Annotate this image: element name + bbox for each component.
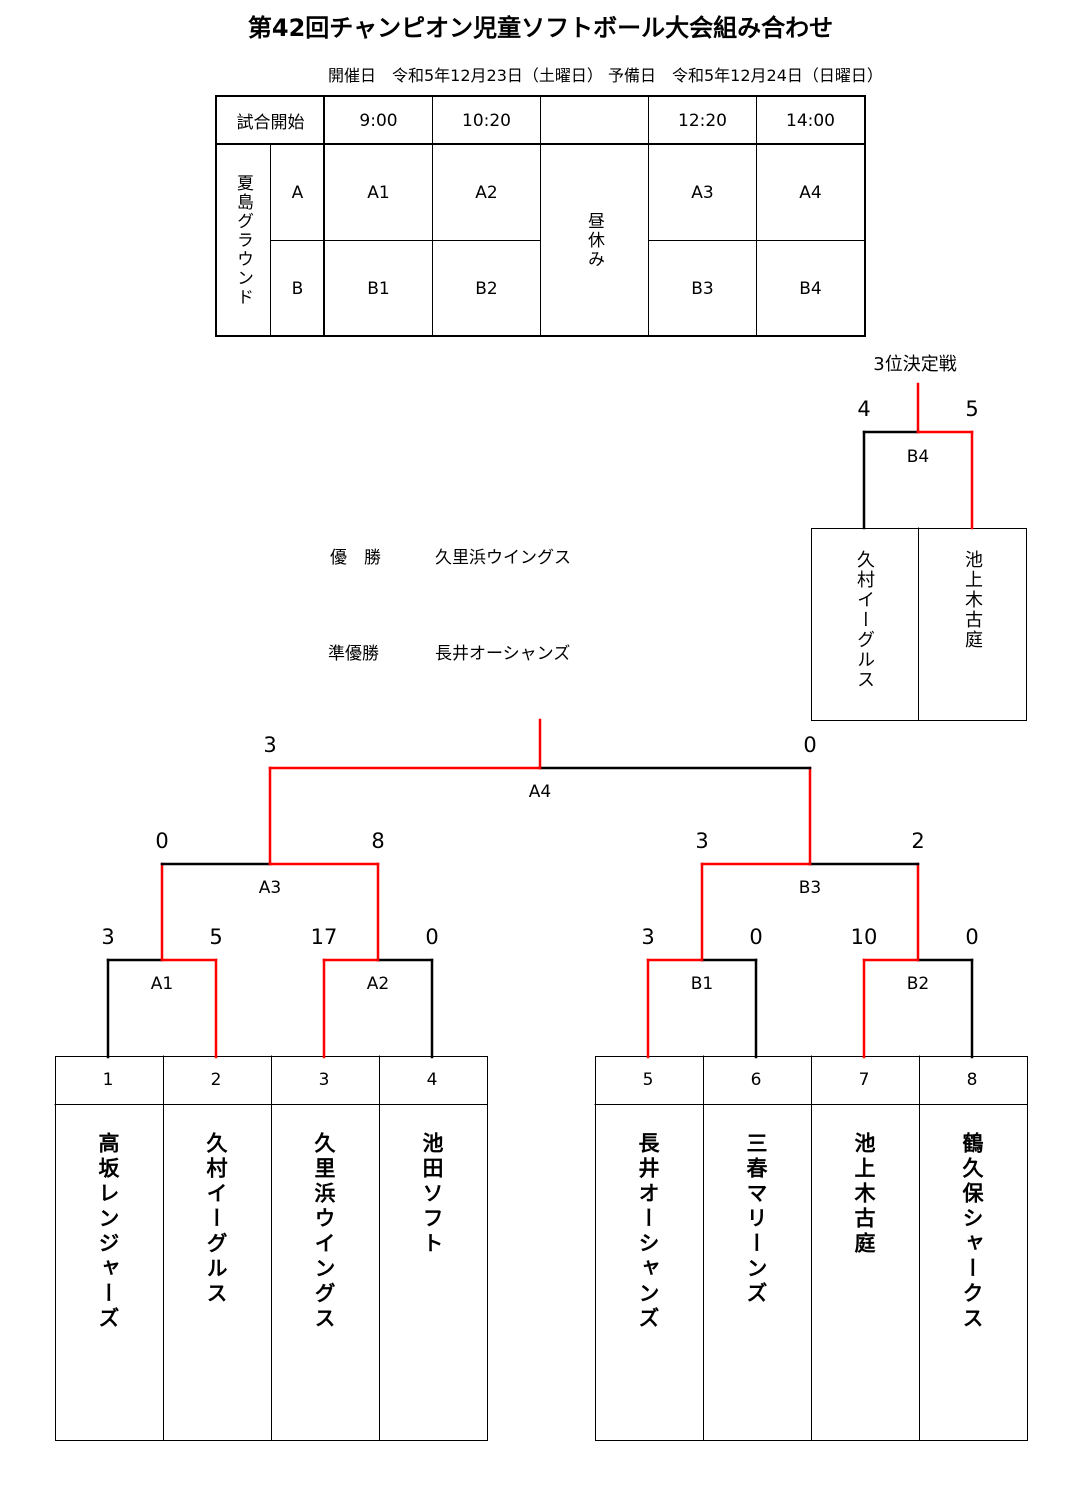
team-name: 池上木古庭: [962, 550, 983, 650]
team-name: 鶴久保シャークス: [960, 1132, 984, 1332]
score: 2: [911, 829, 925, 853]
team-name: 高坂レンジャーズ: [96, 1132, 120, 1332]
score: 4: [857, 397, 871, 421]
runner-up-team: 長井オーシャンズ: [435, 644, 571, 664]
team-name: 長井オーシャンズ: [636, 1132, 660, 1332]
match-label: A3: [258, 878, 282, 898]
score: 3: [101, 925, 115, 949]
score: 17: [310, 925, 338, 949]
team-number: 8: [966, 1070, 978, 1090]
score: 0: [425, 925, 439, 949]
match-label: A2: [366, 974, 390, 994]
team-name: 久村イーグルス: [854, 550, 875, 690]
team-number: 6: [750, 1070, 762, 1090]
score: 3: [641, 925, 655, 949]
score: 0: [155, 829, 169, 853]
score: 3: [695, 829, 709, 853]
team-number: 4: [426, 1070, 438, 1090]
table-divider: [215, 143, 866, 145]
match-label: A4: [528, 782, 552, 802]
event-dates: 開催日 令和5年12月23日（土曜日） 予備日 令和5年12月24日（日曜日）: [328, 66, 883, 85]
team-number: 2: [210, 1070, 222, 1090]
match-label: B2: [906, 974, 930, 994]
page-title: 第42回チャンピオン児童ソフトボール大会組み合わせ: [247, 14, 834, 42]
team-name: 久里浜ウイングス: [312, 1132, 336, 1332]
team-name: 池田ソフト: [420, 1132, 444, 1257]
team-number: 7: [858, 1070, 870, 1090]
team-name: 久村イーグルス: [204, 1132, 228, 1307]
match-label: B4: [906, 447, 930, 467]
third-place-title: 3位決定戦: [873, 354, 957, 375]
score: 10: [850, 925, 878, 949]
champion-team: 久里浜ウイングス: [435, 548, 571, 568]
team-name: 池上木古庭: [852, 1132, 876, 1257]
table-border: [215, 95, 866, 337]
score: 8: [371, 829, 385, 853]
team-number: 5: [642, 1070, 654, 1090]
team-name: 三春マリーンズ: [744, 1132, 768, 1307]
team-number: 1: [102, 1070, 114, 1090]
runner-up-label: 準優勝: [328, 644, 379, 664]
score: 5: [965, 397, 979, 421]
score: 0: [965, 925, 979, 949]
score: 0: [803, 733, 817, 757]
table-divider: [323, 95, 325, 337]
team-number: 3: [318, 1070, 330, 1090]
score: 0: [749, 925, 763, 949]
score: 3: [263, 733, 277, 757]
match-label: B3: [798, 878, 822, 898]
score: 5: [209, 925, 223, 949]
match-label: B1: [690, 974, 714, 994]
match-label: A1: [150, 974, 174, 994]
champion-label: 優 勝: [330, 548, 381, 568]
